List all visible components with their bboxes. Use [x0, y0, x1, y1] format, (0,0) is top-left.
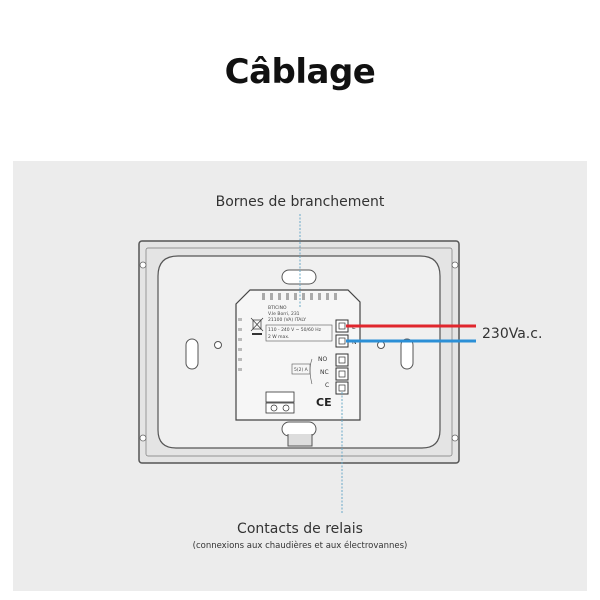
- relay-terminal-no: [335, 353, 349, 367]
- screw-hole-icon: [214, 341, 222, 349]
- label-contacts-de-relais: Contacts de relais: [237, 521, 363, 537]
- frame-screw-icon: [139, 261, 147, 269]
- relay-nc-label: NC: [320, 369, 329, 376]
- page-title: Câblage: [224, 52, 376, 92]
- module-address-2: 21100 (VA) ITALY: [268, 317, 306, 323]
- relay-rating-box: [291, 363, 311, 375]
- mounting-slot-left: [185, 338, 199, 370]
- module-brand: BTICINO: [268, 305, 287, 311]
- screw-hole-icon: [377, 341, 385, 349]
- label-bornes-de-branchement: Bornes de branchement: [215, 194, 385, 210]
- module-address-1: V.le Borri, 231: [268, 311, 300, 317]
- module-side-notches: [238, 318, 242, 371]
- device-frame-inner: [145, 247, 453, 457]
- weee-bin-icon: [250, 317, 264, 335]
- label-contacts-subtitle: (connexions aux chaudières et aux électr…: [192, 541, 408, 551]
- module-power: 2 W max.: [268, 334, 289, 340]
- module-rating: 110 - 240 V ~ 50/60 Hz: [268, 327, 322, 333]
- bottom-clip: [287, 434, 313, 447]
- central-module: [235, 289, 361, 421]
- frame-screw-icon: [451, 434, 459, 442]
- terminal-n: [335, 334, 349, 348]
- frame-screw-icon: [451, 261, 459, 269]
- mounting-slot-bottom: [281, 421, 317, 437]
- label-voltage: 230Va.c.: [482, 326, 543, 342]
- rating-box: [265, 324, 333, 342]
- relay-terminal-nc: [335, 367, 349, 381]
- ce-mark-icon: CE: [316, 396, 332, 409]
- relay-c-label: C: [325, 382, 329, 389]
- mounting-slot-right: [400, 338, 414, 370]
- relay-terminal-c: [335, 381, 349, 395]
- frame-screw-icon: [139, 434, 147, 442]
- relay-rating: 5(2) A: [294, 367, 309, 373]
- bottom-connector: [265, 391, 295, 414]
- relay-no-label: NO: [318, 356, 327, 363]
- mounting-slot-top: [281, 269, 317, 285]
- vent-slots: [262, 293, 337, 300]
- terminal-l: [335, 319, 349, 333]
